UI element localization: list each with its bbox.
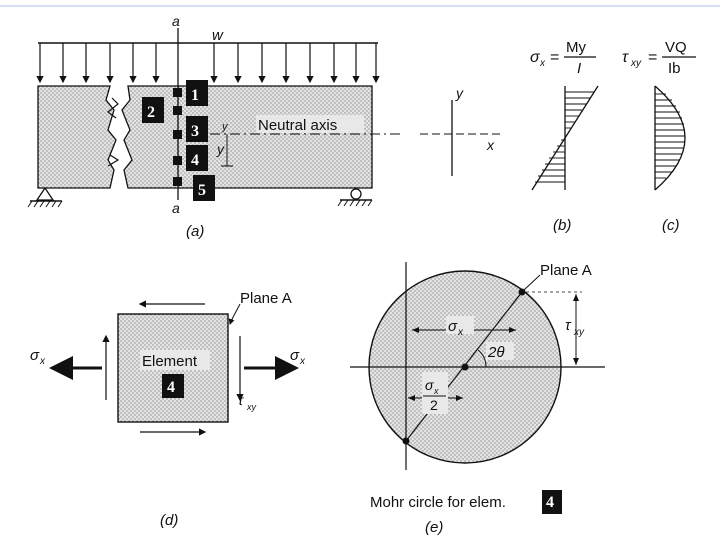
sigma-symbol: σ <box>530 49 541 66</box>
mohr-sigma-subscript: x <box>457 327 464 338</box>
tau-subscript: xy <box>630 58 642 69</box>
plane-a-leader-e <box>523 274 541 291</box>
half-sigma-numerator: σ <box>425 377 434 393</box>
plane-a-label-e: Plane A <box>540 262 592 279</box>
point-badge-5: 5 <box>193 175 215 201</box>
axis-x-label: x <box>486 137 495 153</box>
panel-b-normal-stress: σ x = My I (b) <box>530 39 599 234</box>
element-badge <box>162 374 184 398</box>
beam-left-segment <box>37 85 117 189</box>
load-arrows <box>36 43 380 84</box>
sigma-right-subscript: x <box>299 356 306 367</box>
mohr-caption-text: Mohr circle for elem. <box>370 494 506 511</box>
plane-a-label-d: Plane A <box>240 290 292 307</box>
two-theta-label: 2θ <box>487 344 504 361</box>
tau-symbol: τ <box>622 49 629 66</box>
shear-numerator: VQ <box>665 39 687 56</box>
half-sigma-denominator: 2 <box>430 397 438 413</box>
shear-parabola <box>654 85 686 191</box>
element-label: Element <box>142 353 198 370</box>
sigma-equals: = <box>550 49 559 66</box>
svg-text:3: 3 <box>191 123 199 140</box>
moment-numerator: My <box>566 39 586 56</box>
tau-symbol-d: τ <box>238 392 244 408</box>
y-label-upper: y <box>221 121 229 133</box>
element-badge-number: 4 <box>167 379 175 396</box>
axes-sketch: y x <box>420 85 500 176</box>
section-points <box>173 88 182 186</box>
load-label: w <box>212 27 224 44</box>
stress-distribution-line <box>531 85 599 191</box>
section-label-bottom: a <box>172 200 180 216</box>
opposite-point <box>402 437 410 445</box>
panel-c-shear-stress: τ xy = VQ Ib (c) <box>622 39 696 234</box>
mohr-tau-subscript: xy <box>573 327 585 338</box>
sigma-left-symbol: σ <box>30 347 40 364</box>
neutral-axis-label: Neutral axis <box>258 117 337 134</box>
svg-text:2: 2 <box>147 104 155 121</box>
half-sigma-numerator-sub: x <box>433 386 439 396</box>
sigma-left-subscript: x <box>39 356 46 367</box>
plane-a-leader-d <box>228 303 241 325</box>
break-mark-lower <box>107 154 120 167</box>
svg-text:5: 5 <box>198 182 206 199</box>
caption-b: (b) <box>553 217 571 234</box>
stress-hatch <box>535 91 594 183</box>
mohr-caption-badge <box>542 490 562 514</box>
tau-equals: = <box>648 49 657 66</box>
neutral-axis-label-bg <box>256 115 364 133</box>
break-mark-left <box>107 97 119 119</box>
pin-support <box>27 186 63 208</box>
beam-right-segment <box>121 85 373 189</box>
circle-center <box>461 363 469 371</box>
moment-denominator: I <box>577 60 581 77</box>
svg-text:4: 4 <box>191 152 199 169</box>
panel-e-mohr-circle: σ x τ xy 2θ σ x 2 Plane A Mohr circle fo… <box>350 262 605 536</box>
sigma-subscript: x <box>539 58 546 69</box>
point-badge-1: 1 <box>186 80 208 106</box>
panel-a-beam: a a w Neutral axis y y <box>27 13 400 240</box>
two-theta-arc <box>477 349 487 368</box>
point-badge-4: 4 <box>186 145 208 171</box>
caption-d: (d) <box>160 512 178 529</box>
caption-a: (a) <box>186 223 204 240</box>
svg-text:1: 1 <box>191 87 199 104</box>
caption-e: (e) <box>425 519 443 536</box>
point-badge-3: 3 <box>186 116 208 142</box>
sigma-right-symbol: σ <box>290 347 300 364</box>
mohr-sigma-symbol: σ <box>448 318 458 335</box>
plane-a-point <box>518 288 526 296</box>
mohr-tau-symbol: τ <box>565 317 572 334</box>
tau-subscript-d: xy <box>246 402 257 412</box>
roller-support <box>337 188 373 207</box>
shear-hatch <box>655 93 685 179</box>
panel-d-element: Element 4 σ x σ x τ xy Plane A (d) <box>30 290 306 529</box>
caption-c: (c) <box>662 217 680 234</box>
axis-y-label: y <box>455 85 464 101</box>
mohr-caption-number: 4 <box>546 494 554 511</box>
shear-denominator: Ib <box>668 60 681 77</box>
y-label-lower: y <box>216 141 225 157</box>
section-label-top: a <box>172 13 180 29</box>
point-badge-2: 2 <box>142 97 164 123</box>
